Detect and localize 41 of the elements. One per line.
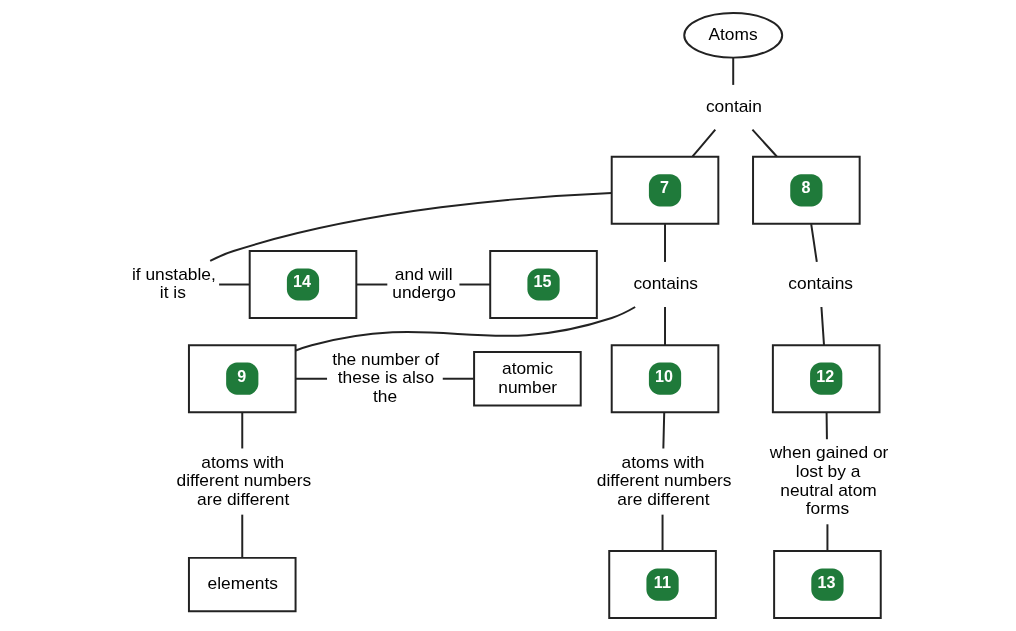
connector xyxy=(825,523,828,552)
node-box: 12 xyxy=(771,344,880,414)
node-box: 15 xyxy=(488,250,598,319)
connector xyxy=(441,377,475,380)
node-box: 10 xyxy=(610,344,719,414)
connector xyxy=(819,306,825,347)
node-box: 9 xyxy=(187,344,297,414)
connector xyxy=(691,128,716,158)
node-ellipse: Atoms xyxy=(682,12,783,59)
node-text: atoms with different numbers are different xyxy=(176,451,311,509)
node-text: contains xyxy=(787,273,853,294)
connector xyxy=(240,411,243,450)
node-text: atoms with different numbers are different xyxy=(596,451,731,509)
node-box: 13 xyxy=(772,550,882,619)
connector xyxy=(663,223,666,263)
connector xyxy=(825,411,828,441)
node-text: if unstable, it is xyxy=(131,263,216,303)
node-box: 7 xyxy=(610,155,719,225)
connector xyxy=(355,283,388,286)
connector xyxy=(661,513,664,552)
connector xyxy=(240,513,243,559)
node-box: 11 xyxy=(607,550,717,619)
node-box: elements xyxy=(187,556,297,613)
connector xyxy=(217,283,251,286)
connector xyxy=(750,128,778,158)
connector xyxy=(294,306,636,352)
node-text: contains xyxy=(632,273,698,294)
node-text: contain xyxy=(705,95,762,116)
connector xyxy=(457,283,491,286)
node-text: and will undergo xyxy=(391,263,456,303)
node-text: when gained or lost by a neutral atom forms xyxy=(769,442,888,519)
connector xyxy=(731,56,734,86)
connector xyxy=(809,223,818,263)
connector xyxy=(661,411,665,450)
connector xyxy=(208,191,613,262)
connector xyxy=(294,377,328,380)
node-box: atomic number xyxy=(472,351,582,407)
node-text: the number of these is also the xyxy=(331,348,439,406)
node-box: 8 xyxy=(751,155,861,225)
connector xyxy=(663,306,666,347)
node-box: 14 xyxy=(248,250,357,319)
